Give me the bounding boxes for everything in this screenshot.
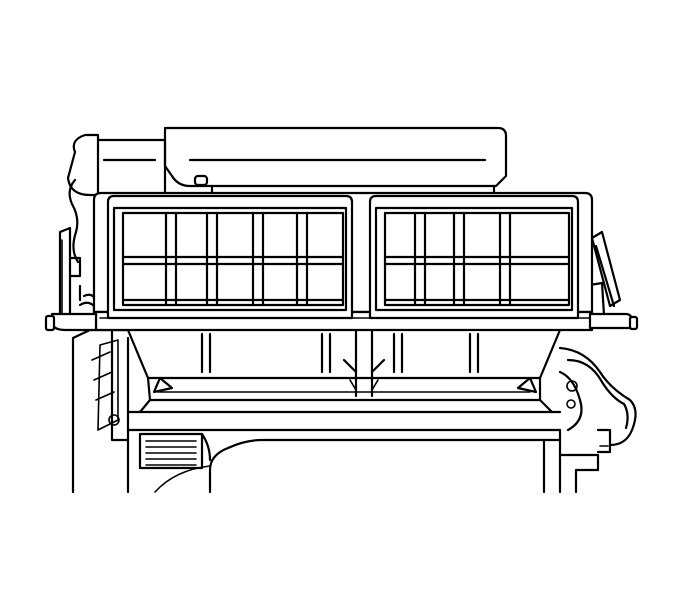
filter-cartridge-left xyxy=(106,194,354,320)
lower-hvac-housing xyxy=(71,328,637,494)
right-bracket xyxy=(588,230,622,317)
filter-plenum xyxy=(126,328,562,402)
left-latch-assembly xyxy=(58,226,98,322)
filter-cartridge-right xyxy=(368,194,580,320)
louver-vent xyxy=(138,432,212,470)
